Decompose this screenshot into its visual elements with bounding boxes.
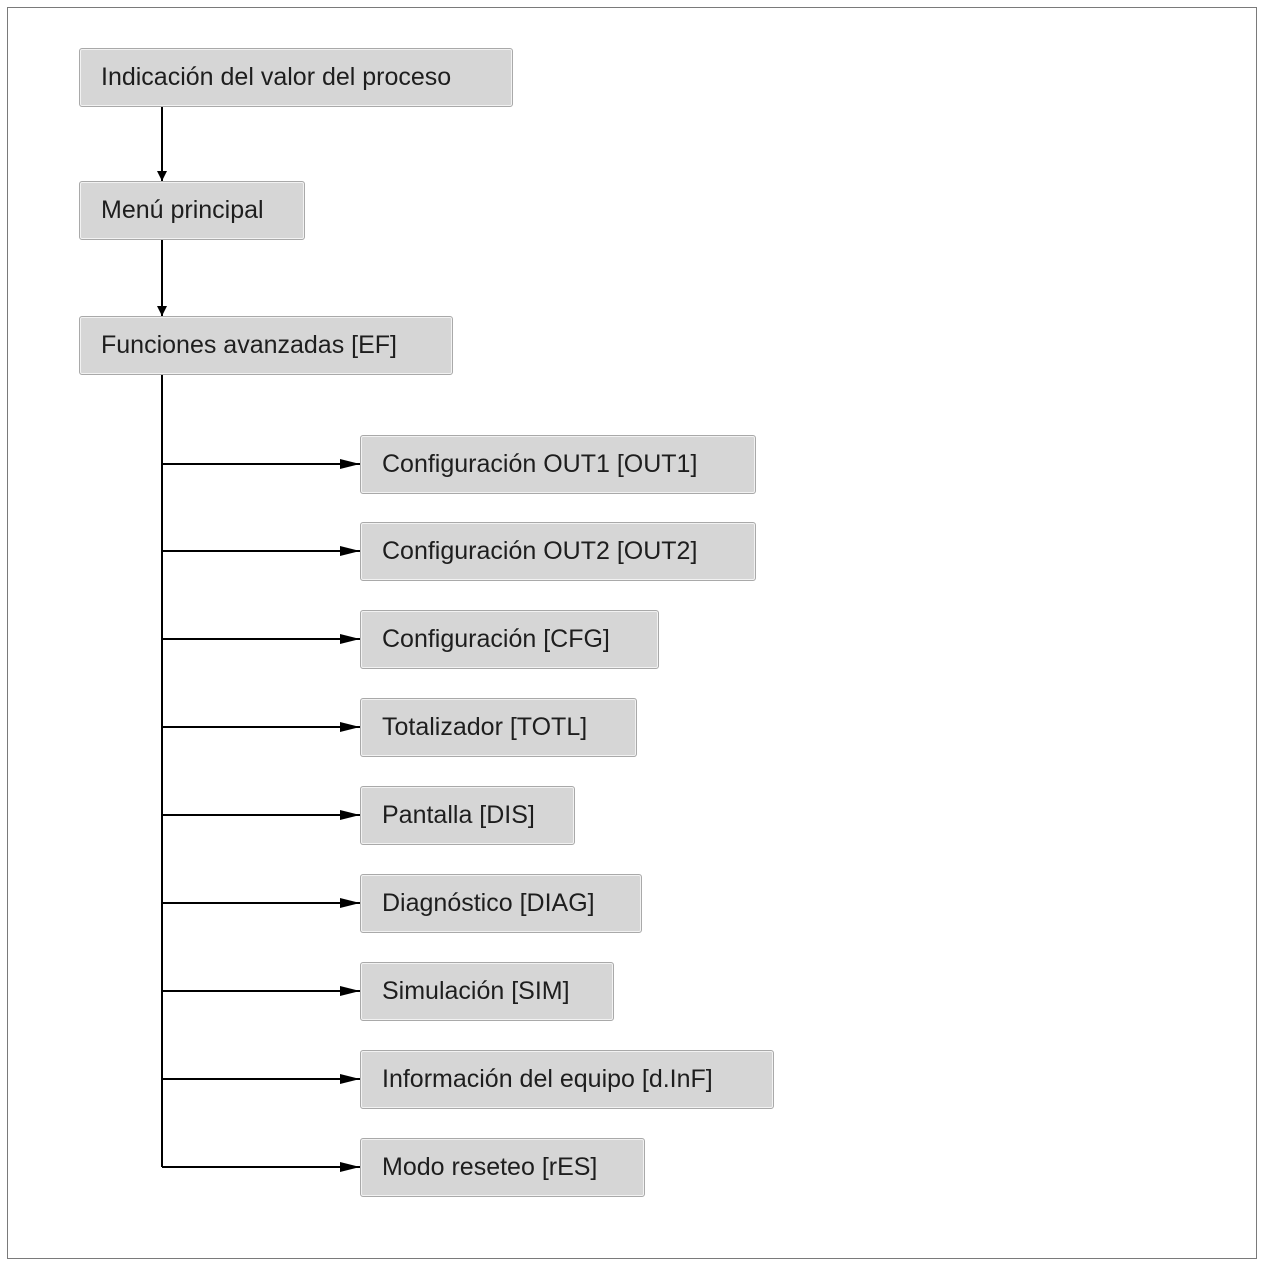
- main-menu-box: Menú principal: [79, 181, 305, 240]
- process-value-box: Indicación del valor del proceso: [79, 48, 513, 107]
- advanced-functions-box: Funciones avanzadas [EF]: [79, 316, 453, 375]
- diagram-frame: [7, 7, 1257, 1259]
- menu-item-totl: Totalizador [TOTL]: [360, 698, 637, 757]
- menu-item-sim: Simulación [SIM]: [360, 962, 614, 1021]
- menu-item-res: Modo reseteo [rES]: [360, 1138, 645, 1197]
- menu-item-out2: Configuración OUT2 [OUT2]: [360, 522, 756, 581]
- menu-item-dis: Pantalla [DIS]: [360, 786, 575, 845]
- menu-item-dinf: Información del equipo [d.InF]: [360, 1050, 774, 1109]
- menu-item-out1: Configuración OUT1 [OUT1]: [360, 435, 756, 494]
- menu-item-cfg: Configuración [CFG]: [360, 610, 659, 669]
- menu-item-diag: Diagnóstico [DIAG]: [360, 874, 642, 933]
